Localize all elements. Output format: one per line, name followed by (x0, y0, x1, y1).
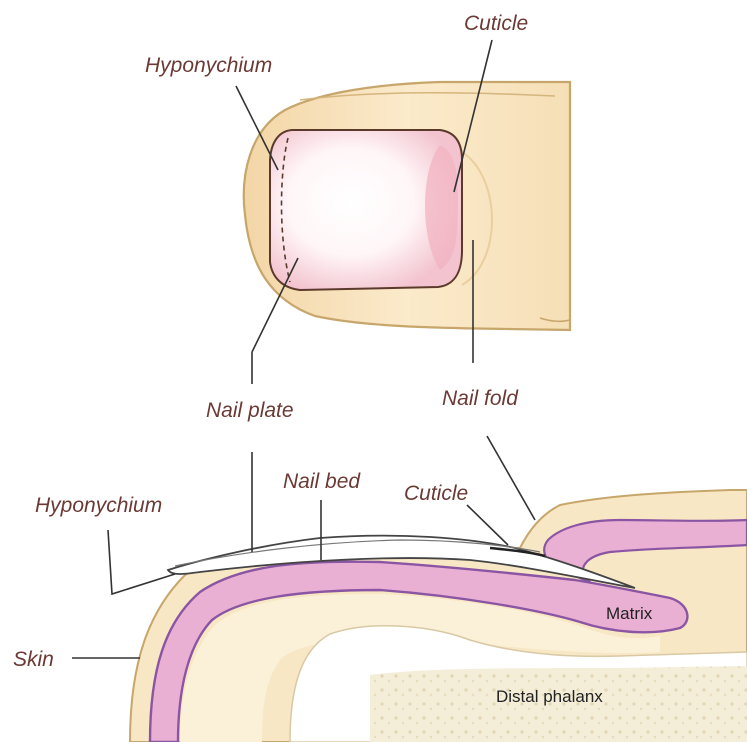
label-distal-phalanx: Distal phalanx (496, 687, 603, 706)
hyponychium-edge-top (280, 137, 291, 283)
nail-plate-top (269, 129, 463, 292)
cuticle-side (489, 546, 546, 558)
skin-crease-upper (299, 91, 556, 101)
nail-plate-top-line (174, 539, 541, 567)
label-nail-plate: Nail plate (206, 399, 294, 422)
nail-fold-shape (457, 149, 493, 286)
inner-soft-tissue (180, 594, 660, 742)
nail-plate-side (166, 534, 636, 589)
leader-hyponychium-top (235, 85, 279, 171)
skin-crease-lower (539, 317, 571, 323)
label-hyponychium-side: Hyponychium (35, 494, 162, 517)
label-nail-bed: Nail bed (283, 470, 361, 493)
label-matrix: Matrix (606, 604, 653, 623)
label-nail-fold: Nail fold (442, 387, 519, 410)
bone-texture (370, 666, 747, 742)
leader-cuticle-top (453, 39, 493, 193)
top-view-finger (242, 80, 572, 332)
pink-tissue (148, 560, 689, 742)
leader-nail-fold-side (486, 435, 536, 521)
leader-hyponychium-side (107, 529, 176, 596)
label-cuticle-top: Cuticle (464, 12, 528, 35)
label-skin: Skin (13, 648, 54, 671)
leader-nail-plate (251, 257, 299, 384)
label-cuticle-side: Cuticle (404, 482, 468, 505)
label-hyponychium-top: Hyponychium (145, 54, 272, 77)
leader-cuticle-side (466, 504, 509, 546)
lunula (425, 145, 458, 270)
side-view-section (128, 489, 747, 742)
